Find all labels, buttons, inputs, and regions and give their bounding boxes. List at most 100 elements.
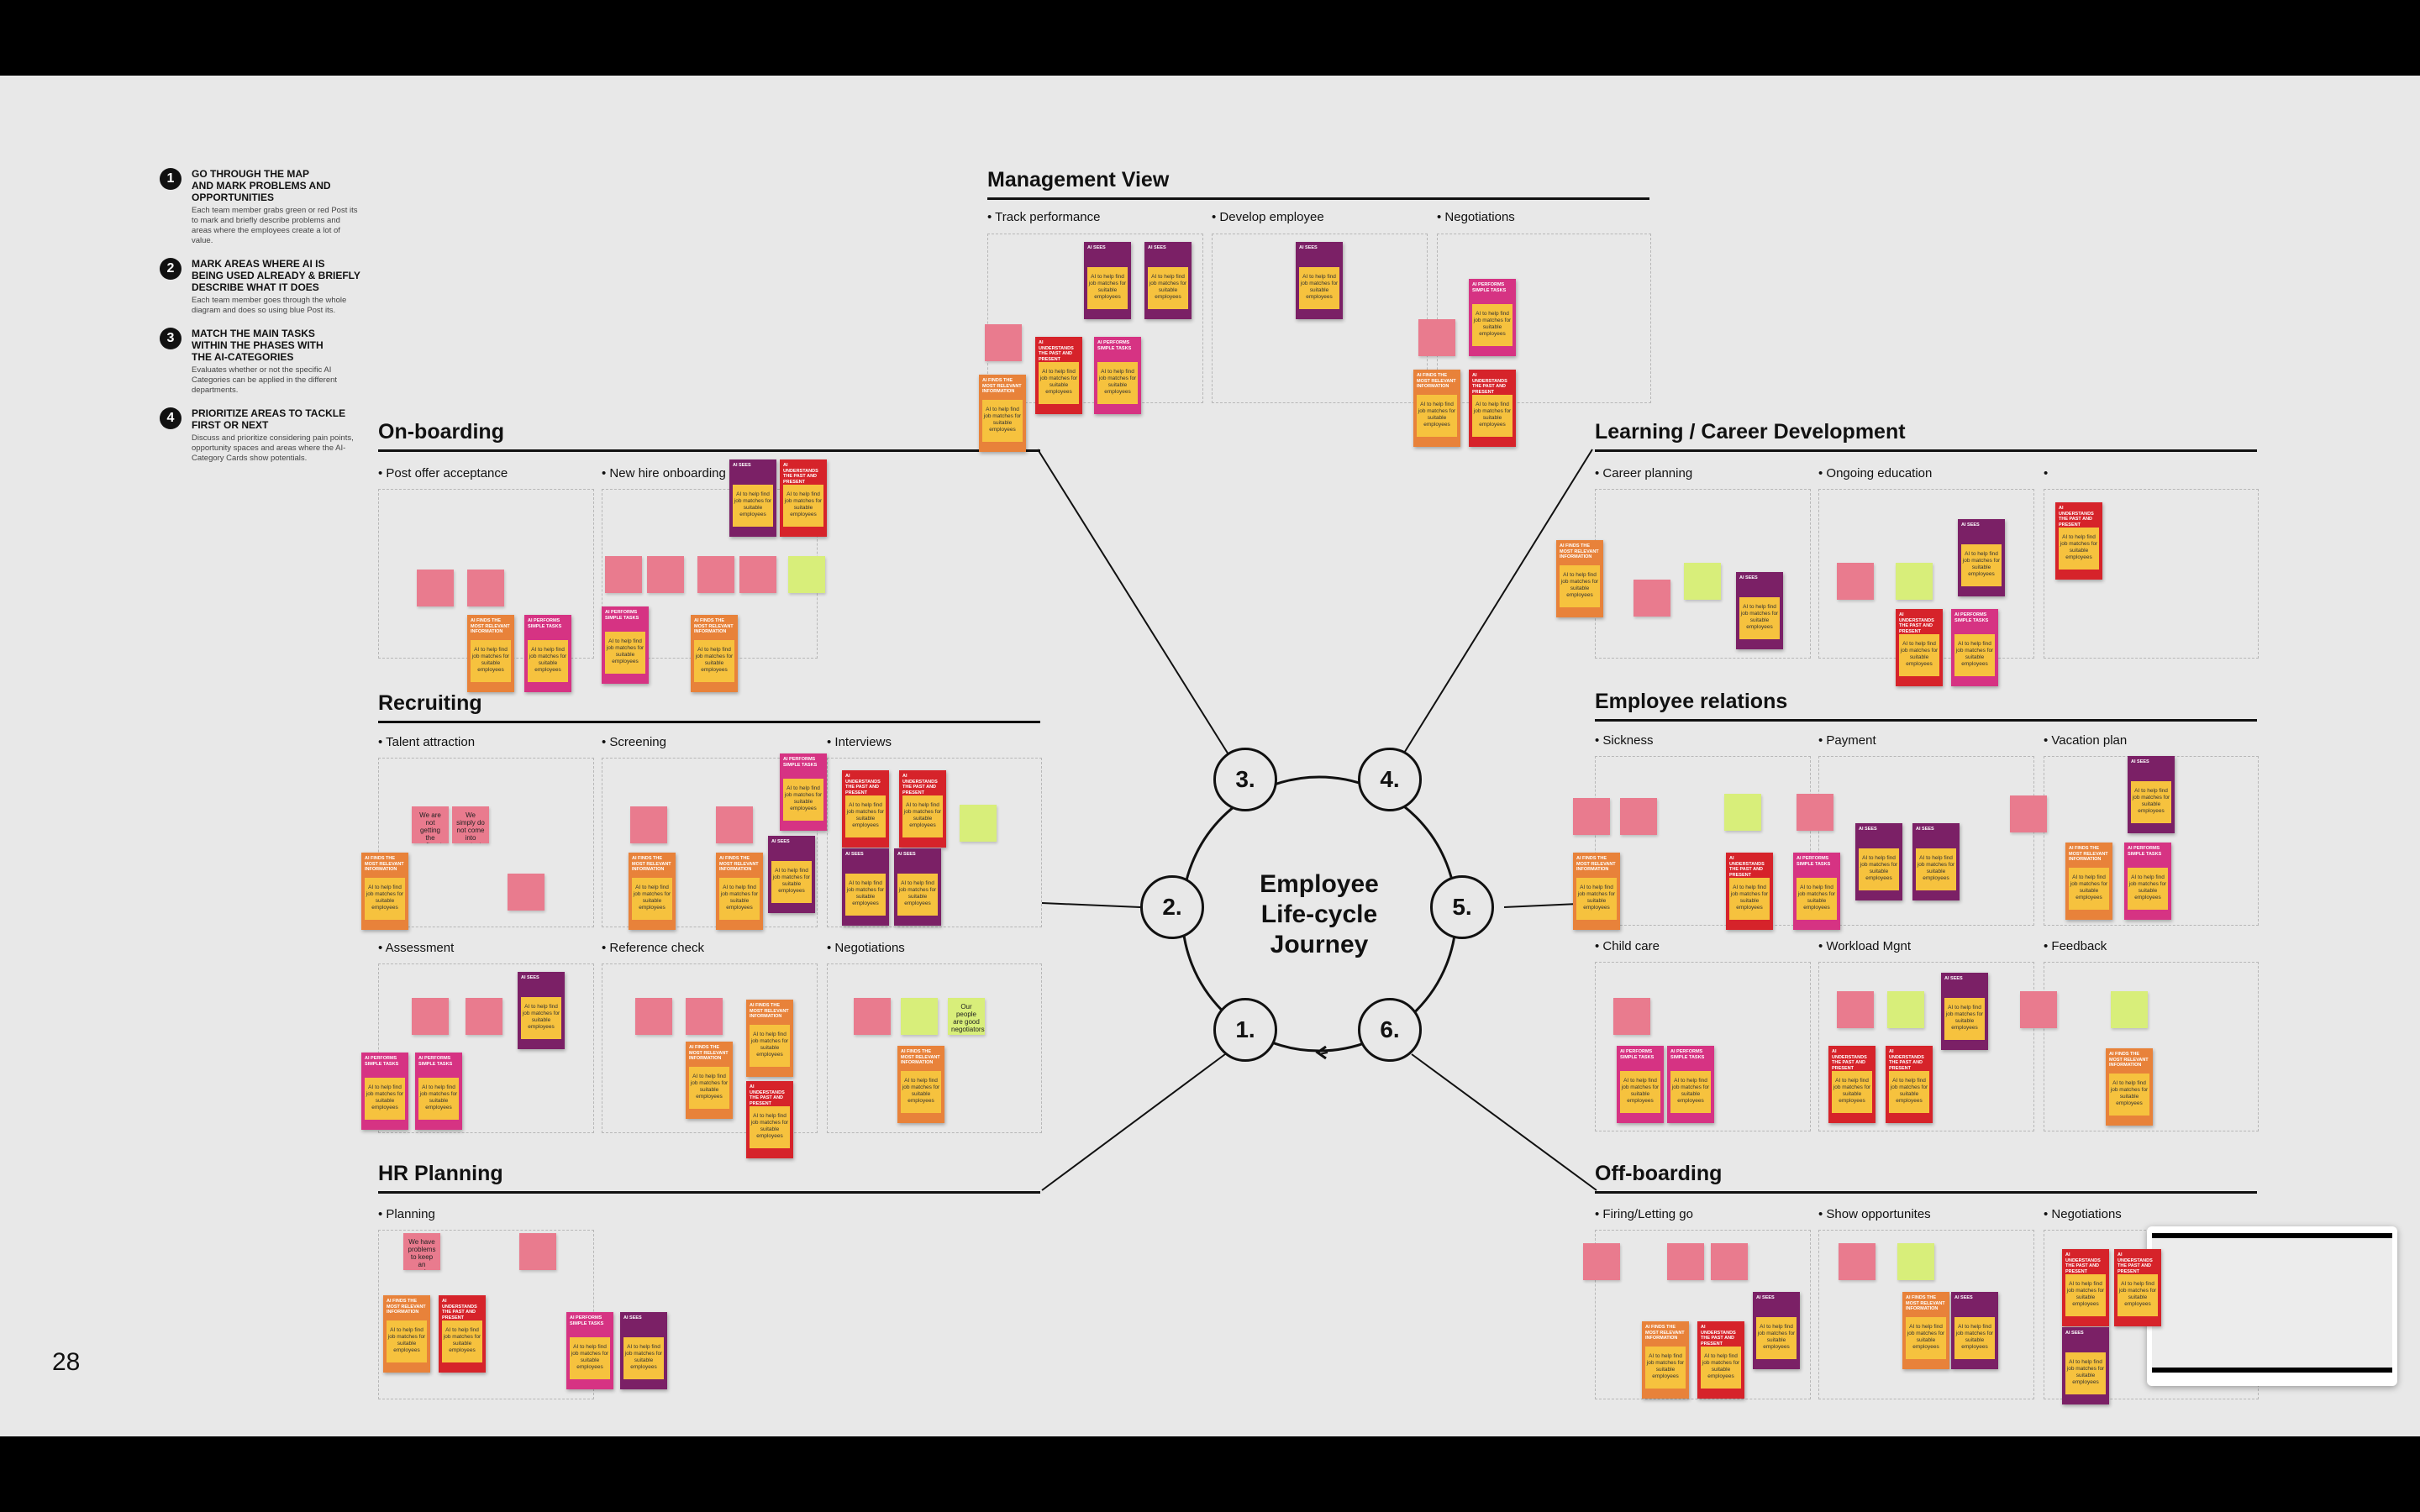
sticky-note[interactable] bbox=[985, 324, 1022, 361]
sticky-note[interactable] bbox=[605, 556, 642, 593]
sticky-note[interactable] bbox=[1897, 1243, 1934, 1280]
sticky-note[interactable] bbox=[901, 998, 938, 1035]
phase-6-node[interactable]: 6. bbox=[1358, 998, 1422, 1062]
sticky-note[interactable] bbox=[1634, 580, 1670, 617]
sticky-note[interactable] bbox=[1667, 1243, 1704, 1280]
sticky-note[interactable] bbox=[686, 998, 723, 1035]
sticky-note[interactable] bbox=[854, 998, 891, 1035]
sticky-note[interactable] bbox=[417, 570, 454, 606]
sticky-note[interactable]: We are not getting the applicants we nee… bbox=[412, 806, 449, 843]
sticky-note[interactable] bbox=[1418, 319, 1455, 356]
sticky-note[interactable] bbox=[1837, 563, 1874, 600]
sticky-note[interactable] bbox=[788, 556, 825, 593]
sticky-note[interactable] bbox=[1684, 563, 1721, 600]
sticky-note[interactable] bbox=[1896, 563, 1933, 600]
sticky-note[interactable] bbox=[2020, 991, 2057, 1028]
sticky-note[interactable] bbox=[697, 556, 734, 593]
sticky-note[interactable] bbox=[630, 806, 667, 843]
sticky-note[interactable] bbox=[1573, 798, 1610, 835]
sticky-note[interactable]: We have problems to keep an overview. bbox=[403, 1233, 440, 1270]
sticky-note[interactable] bbox=[519, 1233, 556, 1270]
sticky-note[interactable] bbox=[467, 570, 504, 606]
sticky-note[interactable] bbox=[1797, 794, 1833, 831]
phase-2-node[interactable]: 2. bbox=[1140, 875, 1204, 939]
sticky-note[interactable] bbox=[1613, 998, 1650, 1035]
phase-4-node[interactable]: 4. bbox=[1358, 748, 1422, 811]
sticky-note[interactable] bbox=[647, 556, 684, 593]
sticky-note[interactable] bbox=[412, 998, 449, 1035]
sticky-note[interactable] bbox=[716, 806, 753, 843]
sticky-note[interactable] bbox=[1711, 1243, 1748, 1280]
phase-3-node[interactable]: 3. bbox=[1213, 748, 1277, 811]
sticky-note[interactable] bbox=[1583, 1243, 1620, 1280]
sticky-note[interactable] bbox=[508, 874, 544, 911]
phase-1-node[interactable]: 1. bbox=[1213, 998, 1277, 1062]
sticky-note[interactable] bbox=[1724, 794, 1761, 831]
sticky-note[interactable]: Our people are good negotiators. bbox=[948, 998, 985, 1035]
minimap-thumbnail[interactable] bbox=[2147, 1226, 2397, 1386]
sticky-note[interactable] bbox=[960, 805, 997, 842]
sticky-note[interactable] bbox=[1620, 798, 1657, 835]
sticky-note[interactable]: We simply do not come into contact with … bbox=[452, 806, 489, 843]
